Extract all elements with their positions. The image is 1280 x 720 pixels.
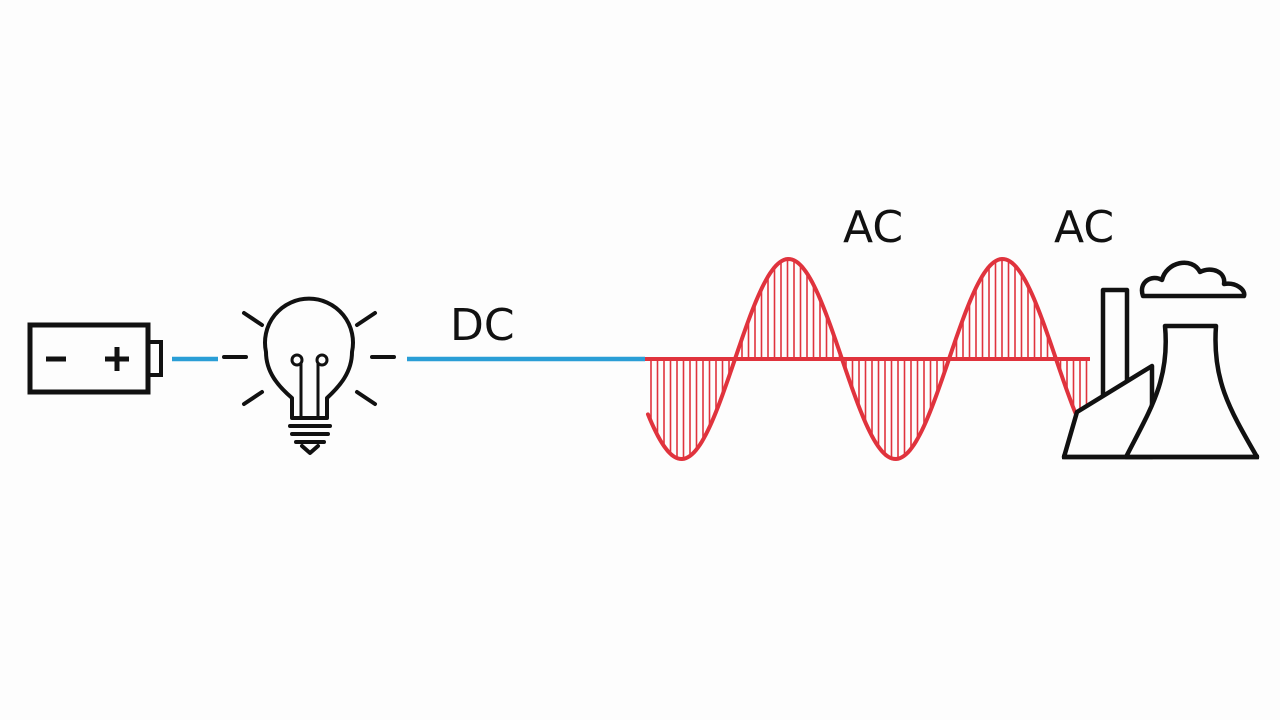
ac-plant-label: AC xyxy=(1054,202,1114,253)
ac-wave-label: AC xyxy=(843,202,903,253)
power-plant-icon xyxy=(1061,260,1260,460)
light-bulb-icon xyxy=(222,296,396,455)
ac-waveform xyxy=(645,257,1092,461)
ac-sine-wave xyxy=(646,257,1092,461)
battery-icon xyxy=(27,322,163,395)
dc-label: DC xyxy=(450,300,515,351)
